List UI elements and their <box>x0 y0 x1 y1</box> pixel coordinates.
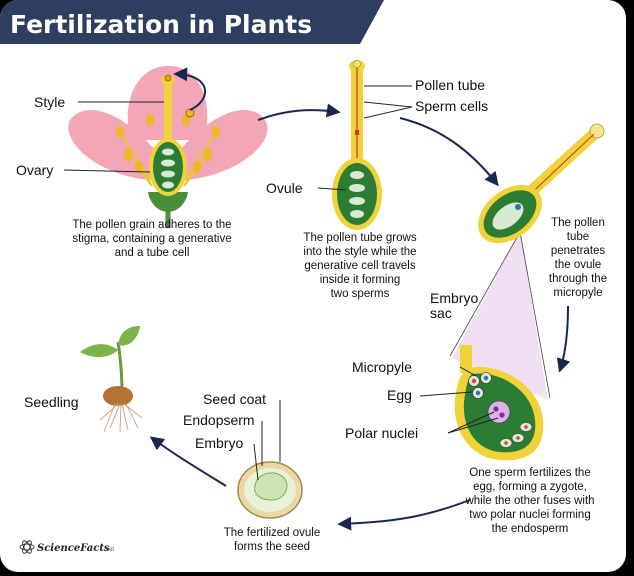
zoom-line-right <box>519 231 551 399</box>
embryo-sac-illustration <box>454 345 544 461</box>
style-stalk <box>164 82 172 144</box>
svg-text:generative cell travels: generative cell travels <box>304 260 415 272</box>
brand-logo: ScienceFacts .net <box>19 540 114 554</box>
svg-text:forms the seed: forms the seed <box>234 541 310 553</box>
label-sperm-cells: Sperm cells <box>415 98 488 114</box>
svg-text:stigma, containing a generativ: stigma, containing a generative <box>72 233 231 245</box>
ovary-inner <box>153 142 183 192</box>
central-cell <box>487 400 511 424</box>
anthers <box>116 114 220 173</box>
caption-step3: The pollen tube penetrates the ovule thr… <box>549 217 607 299</box>
arrow-step3-to-4 <box>556 305 571 373</box>
svg-text:The pollen grain adheres to th: The pollen grain adheres to the <box>72 219 231 231</box>
arrow-step1-to-2 <box>257 103 341 121</box>
svg-text:egg, forming a zygote,: egg, forming a zygote, <box>473 481 587 493</box>
svg-text:One sperm fertilizes the: One sperm fertilizes the <box>469 467 590 479</box>
page-title: Fertilization in Plants <box>10 10 312 39</box>
brand-name: ScienceFacts <box>37 543 110 554</box>
svg-text:while the other fuses with: while the other fuses with <box>464 495 594 507</box>
zoom-line-left <box>449 231 521 357</box>
label-embryo: Embryo <box>195 435 243 451</box>
label-ovary: Ovary <box>16 162 53 178</box>
svg-text:penetrates: penetrates <box>551 245 606 257</box>
svg-text:The fertilized ovule: The fertilized ovule <box>224 527 321 539</box>
antipodal-cells <box>499 422 533 448</box>
pistil-illustration <box>332 60 382 230</box>
svg-text:tube: tube <box>567 231 589 243</box>
label-embryo-sac-2: sac <box>430 305 452 321</box>
egg-apparatus <box>468 372 492 399</box>
svg-text:the ovule: the ovule <box>555 259 602 271</box>
label-style: Style <box>34 94 65 110</box>
arrow-step2-to-3 <box>399 117 499 187</box>
caption-step5: The fertilized ovule forms the seed <box>224 527 321 553</box>
svg-text:micropyle: micropyle <box>553 287 602 299</box>
label-seed-coat: Seed coat <box>203 391 266 407</box>
ovules <box>161 148 175 189</box>
pollen-on-anther <box>185 108 195 118</box>
title-banner <box>0 0 384 44</box>
svg-text:inside it forming: inside it forming <box>320 274 401 286</box>
zoom-cone <box>452 232 548 400</box>
svg-text:The pollen tube grows: The pollen tube grows <box>303 232 416 244</box>
label-endopserm: Endopserm <box>183 412 255 428</box>
label-polar-nuclei: Polar nuclei <box>345 425 418 441</box>
svg-text:and a tube cell: and a tube cell <box>115 247 190 259</box>
flower-illustration <box>68 65 268 228</box>
svg-text:two polar nuclei forming: two polar nuclei forming <box>469 509 590 521</box>
svg-text:two sperms: two sperms <box>331 288 390 300</box>
label-pollen-tube: Pollen tube <box>415 77 485 93</box>
atom-icon <box>19 540 35 554</box>
caption-step1: The pollen grain adheres to the stigma, … <box>72 219 231 259</box>
label-micropyle: Micropyle <box>352 359 412 375</box>
svg-text:into the style while the: into the style while the <box>303 246 416 258</box>
leader-lines <box>63 85 499 481</box>
pollen-grain <box>164 74 172 82</box>
label-egg: Egg <box>387 387 412 403</box>
caption-step4: One sperm fertilizes the egg, forming a … <box>464 467 594 535</box>
ovule-penetration-illustration <box>478 123 605 244</box>
svg-text:the endosperm: the endosperm <box>492 523 569 535</box>
sepal <box>148 192 188 212</box>
label-ovule: Ovule <box>266 180 303 196</box>
label-seedling: Seedling <box>24 394 79 410</box>
pollination-arrow <box>173 67 206 111</box>
label-embryo-sac-1: Embryo <box>430 290 478 306</box>
arrow-step5-to-seedling <box>149 436 227 487</box>
svg-text:The pollen: The pollen <box>551 217 605 229</box>
seedling-illustration <box>80 326 143 433</box>
svg-text:through the: through the <box>549 273 607 285</box>
arrow-step4-to-5 <box>337 499 471 531</box>
seed-illustration <box>237 461 303 519</box>
brand-suffix: .net <box>104 547 114 553</box>
caption-step2: The pollen tube grows into the style whi… <box>303 232 416 300</box>
